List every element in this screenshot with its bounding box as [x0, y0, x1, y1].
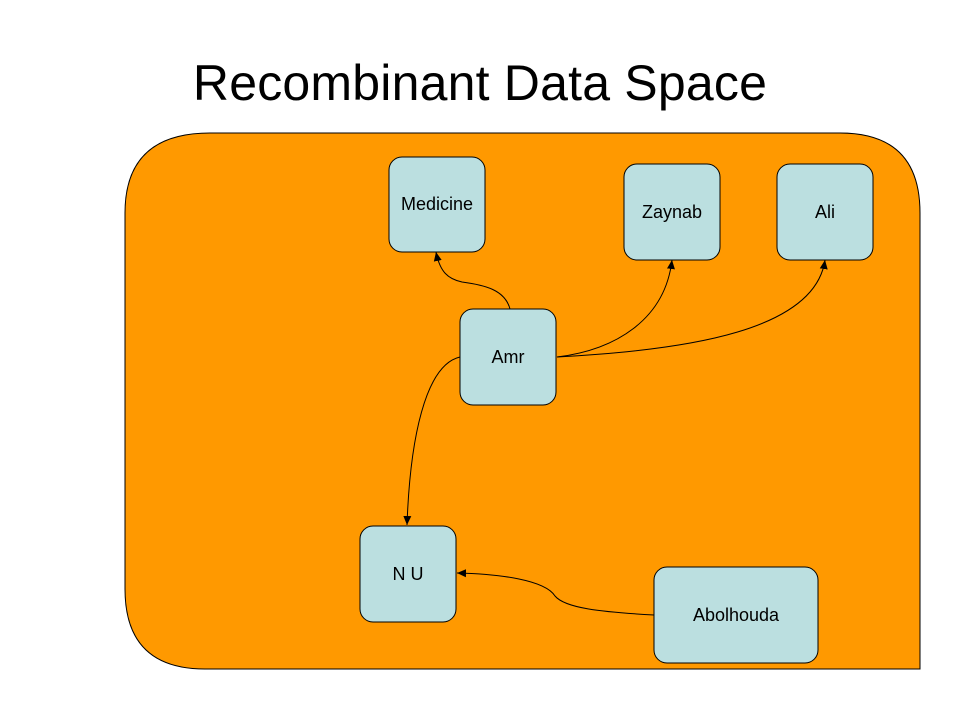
- node-ali: Ali: [776, 163, 874, 261]
- edge-amr-ali: [556, 259, 828, 358]
- edge-amr-zaynab: [556, 259, 675, 358]
- edge-amr-nu: [403, 356, 461, 526]
- node-nu: N U: [359, 525, 457, 623]
- node-amr-label: Amr: [492, 347, 525, 367]
- node-nu-label: N U: [393, 564, 424, 584]
- node-amr: Amr: [459, 308, 557, 406]
- node-ali-label: Ali: [815, 202, 835, 222]
- edge-amr-medicine: [433, 251, 511, 310]
- edges: [403, 251, 828, 616]
- slide-title: Recombinant Data Space: [192, 55, 768, 111]
- node-zaynab: Zaynab: [623, 163, 721, 261]
- edge-abolhouda-nu: [456, 569, 655, 616]
- node-medicine-label: Medicine: [401, 194, 473, 214]
- node-zaynab-label: Zaynab: [642, 202, 702, 222]
- node-abolhouda-label: Abolhouda: [693, 605, 780, 625]
- node-abolhouda: Abolhouda: [653, 566, 819, 664]
- node-medicine: Medicine: [388, 156, 486, 253]
